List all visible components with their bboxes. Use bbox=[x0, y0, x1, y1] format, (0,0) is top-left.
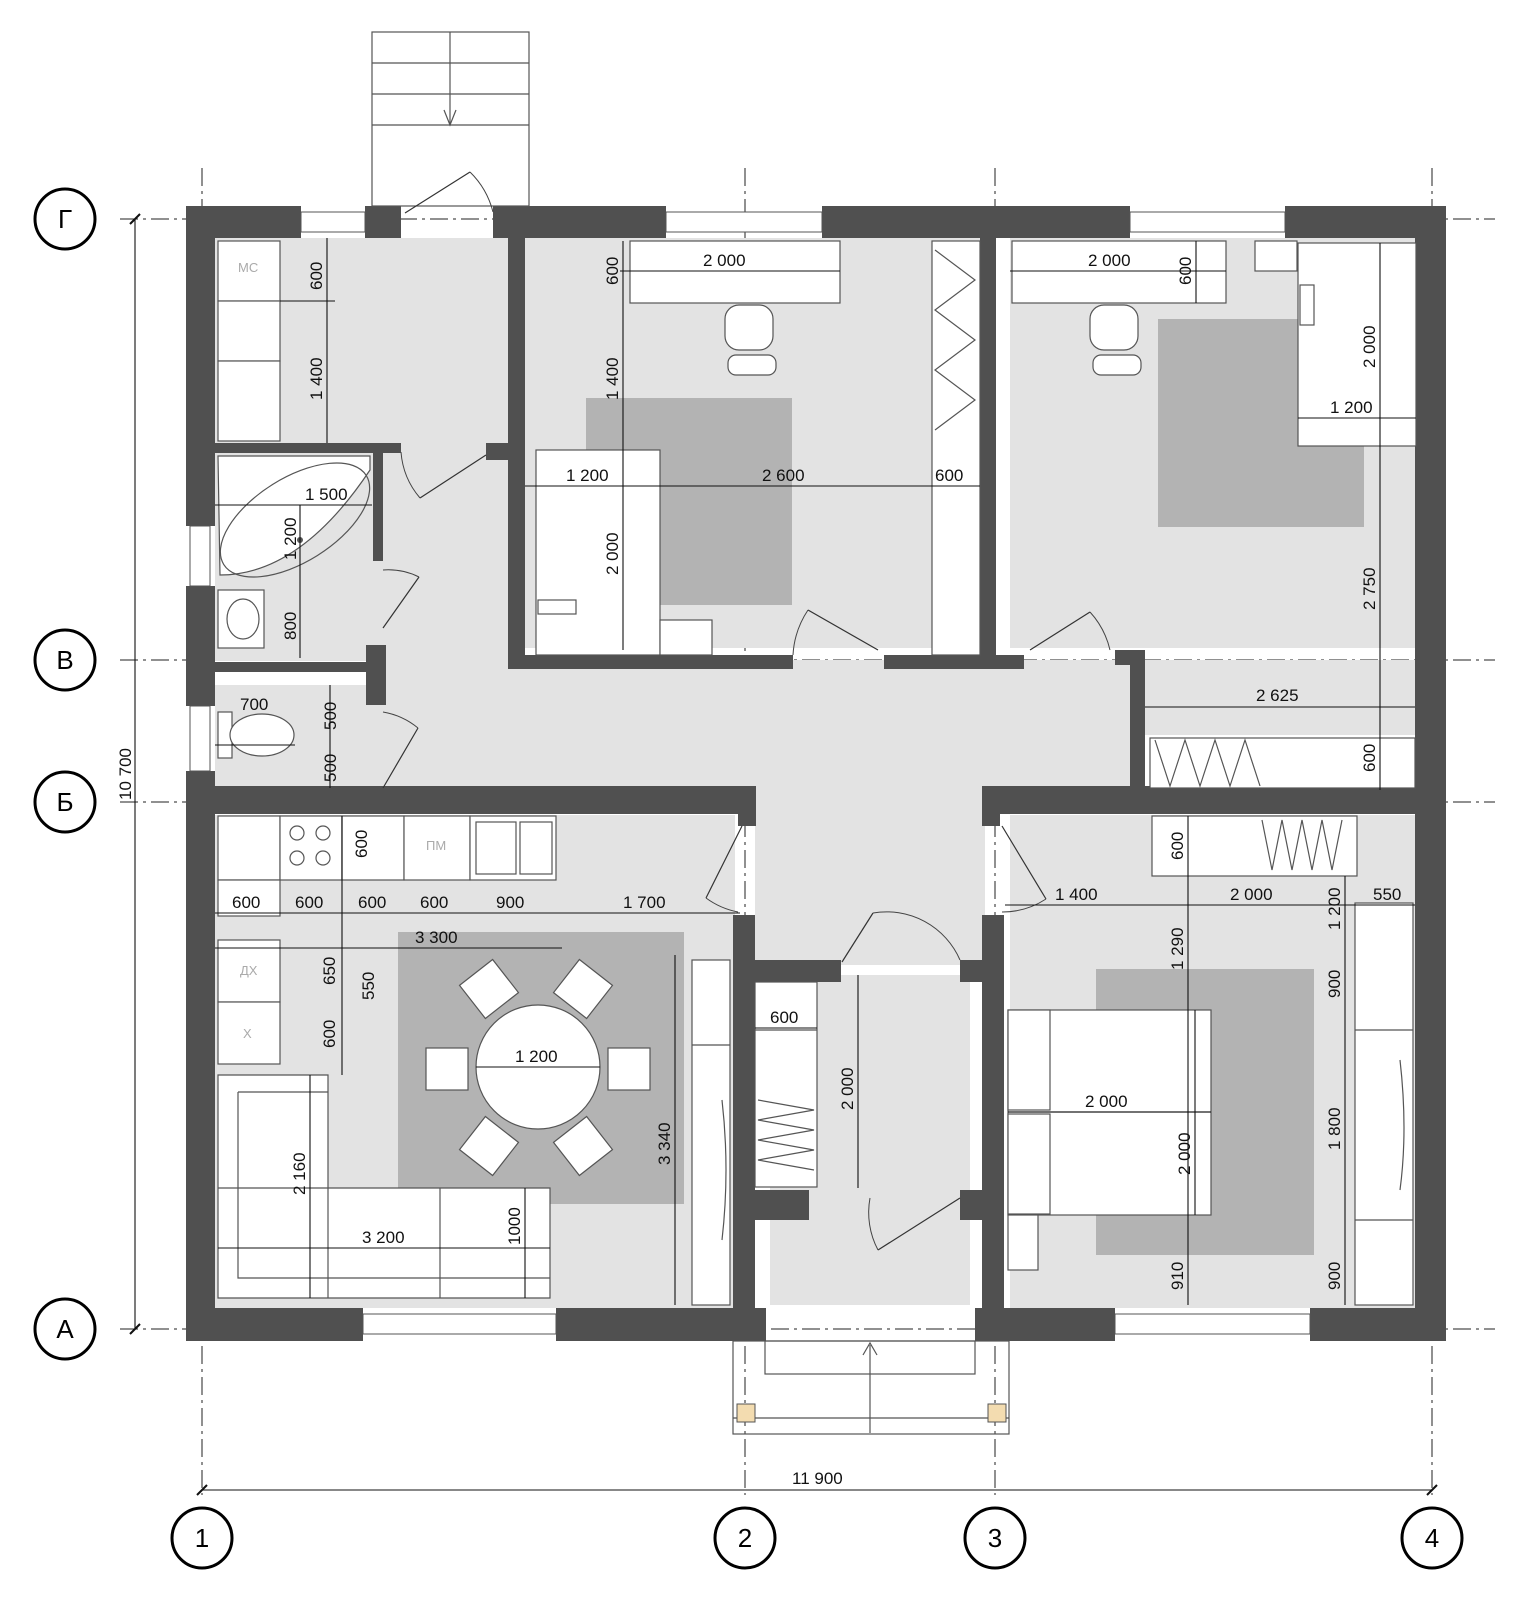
dimension-lines bbox=[129, 213, 1438, 1496]
dim-bedroom2-bed-length: 2 000 bbox=[1360, 325, 1379, 368]
dim-bedroom3-910: 910 bbox=[1168, 1262, 1187, 1290]
dim-kitchen-600-a: 600 bbox=[232, 893, 260, 912]
dim-living-height: 3 340 bbox=[655, 1122, 674, 1165]
axis-label-row-V: В bbox=[56, 645, 73, 675]
dim-bedroom1-middle: 2 600 bbox=[762, 466, 805, 485]
sofa bbox=[217, 1074, 551, 1299]
dim-bedroom3-1800: 1 800 bbox=[1325, 1107, 1344, 1150]
axis-bubble-col-1: 1 bbox=[170, 1506, 234, 1570]
dim-bedroom1-desk-depth: 600 bbox=[603, 257, 622, 285]
dim-bedroom3-2000: 2 000 bbox=[1230, 885, 1273, 904]
closet-shelving: МС bbox=[217, 240, 281, 442]
washbasin bbox=[217, 589, 265, 649]
axis-bubble-col-3: 3 bbox=[963, 1506, 1027, 1570]
entrance-stairs bbox=[371, 31, 530, 207]
dim-kitchen-900: 900 bbox=[496, 893, 524, 912]
doors bbox=[382, 171, 1111, 1251]
dim-bedroom2-width: 2 625 bbox=[1256, 686, 1299, 705]
dim-sofa-depth: 1000 bbox=[505, 1207, 524, 1245]
axis-label-row-G: Г bbox=[58, 204, 72, 234]
dim-bedroom3-900-a: 900 bbox=[1325, 970, 1344, 998]
dim-bedroom1-desk-width: 2 000 bbox=[703, 251, 746, 270]
axis-label-col-3: 3 bbox=[988, 1523, 1002, 1553]
dim-kitchen-550: 550 bbox=[359, 972, 378, 1000]
bedroom-2-furniture bbox=[1011, 240, 1417, 789]
dim-bedroom3-1200: 1 200 bbox=[1325, 887, 1344, 930]
toilet-room-mark: МС bbox=[238, 260, 258, 275]
axis-label-row-B: Б bbox=[56, 787, 73, 817]
dim-bath-width: 1 200 bbox=[281, 517, 300, 560]
dim-kitchen-600-e: 600 bbox=[320, 1020, 339, 1048]
dim-bedroom2-desk-depth: 600 bbox=[1176, 257, 1195, 285]
dim-sofa-side: 2 160 bbox=[290, 1152, 309, 1195]
bathtub bbox=[217, 455, 371, 578]
dim-wc-depth-2: 500 bbox=[321, 754, 340, 782]
walls bbox=[186, 206, 1446, 1341]
dim-wc-depth: 500 bbox=[321, 702, 340, 730]
dim-kitchen-650: 650 bbox=[320, 957, 339, 985]
dim-bedroom3-900-b: 900 bbox=[1325, 1262, 1344, 1290]
dim-bath-len: 1 500 bbox=[305, 485, 348, 504]
axis-label-col-1: 1 bbox=[195, 1523, 209, 1553]
dim-overall-width: 11 900 bbox=[792, 1469, 843, 1488]
axis-bubbles: Г В Б А 1 2 3 4 bbox=[33, 187, 1464, 1570]
dim-hall-length: 2 000 bbox=[838, 1067, 857, 1110]
axis-label-col-4: 4 bbox=[1425, 1523, 1439, 1553]
dim-bedroom2-depth: 2 750 bbox=[1360, 567, 1379, 610]
dim-bedroom3-1400: 1 400 bbox=[1055, 885, 1098, 904]
fridge-mark: Х bbox=[243, 1026, 252, 1041]
dim-bedroom2-desk-width: 2 000 bbox=[1088, 251, 1131, 270]
dim-hall-wardrobe: 600 bbox=[770, 1008, 798, 1027]
dim-bedroom1-bed-length: 2 000 bbox=[603, 532, 622, 575]
dim-bedroom3-shelf: 600 bbox=[1168, 832, 1187, 860]
dim-bedroom1-wardrobe: 600 bbox=[935, 466, 963, 485]
axis-bubble-row-V: В bbox=[33, 628, 97, 692]
dimension-labels: 10 700 11 900 600 1 400 1 500 1 200 800 … bbox=[116, 251, 1401, 1488]
dim-kitchen-hob-depth: 600 bbox=[352, 830, 371, 858]
dim-kitchen-600-b: 600 bbox=[295, 893, 323, 912]
dim-kitchen-600-d: 600 bbox=[420, 893, 448, 912]
dim-bedroom1-bed-width: 1 200 bbox=[566, 466, 609, 485]
axis-bubble-col-4: 4 bbox=[1400, 1506, 1464, 1570]
dim-kitchen-3300: 3 300 bbox=[415, 928, 458, 947]
toilet bbox=[217, 711, 295, 759]
dim-bedroom3-550: 550 bbox=[1373, 885, 1401, 904]
axis-bubble-row-A: А bbox=[33, 1297, 97, 1361]
dim-mc-depth: 600 bbox=[307, 262, 326, 290]
windows bbox=[189, 211, 1311, 1335]
dim-bedroom1-length: 1 400 bbox=[603, 357, 622, 400]
axis-bubble-row-G: Г bbox=[33, 187, 97, 251]
hall-wardrobe bbox=[754, 981, 818, 1188]
dim-bedroom3-bed-length: 2 000 bbox=[1175, 1132, 1194, 1175]
dim-sink-len: 800 bbox=[281, 612, 300, 640]
bedroom-1-furniture bbox=[535, 240, 981, 656]
entrance-porch bbox=[732, 1340, 1010, 1435]
axis-label-row-A: А bbox=[56, 1314, 74, 1344]
kitchen-units: ПМ ДХ Х bbox=[217, 815, 557, 1065]
dim-sofa-length: 3 200 bbox=[362, 1228, 405, 1247]
axis-bubble-col-2: 2 bbox=[713, 1506, 777, 1570]
dim-mc-len: 1 400 bbox=[307, 357, 326, 400]
dishwasher-mark: ПМ bbox=[426, 838, 446, 853]
dim-bedroom3-bed-width: 2 000 bbox=[1085, 1092, 1128, 1111]
axis-label-col-2: 2 bbox=[738, 1523, 752, 1553]
tv-unit bbox=[691, 959, 731, 1306]
dim-kitchen-1700: 1 700 bbox=[623, 893, 666, 912]
oven-mark: ДХ bbox=[240, 963, 258, 978]
dim-bedroom2-wardrobe: 600 bbox=[1360, 744, 1379, 772]
dim-wc-width: 700 bbox=[240, 695, 268, 714]
dim-overall-height: 10 700 bbox=[116, 748, 135, 800]
dim-kitchen-600-c: 600 bbox=[358, 893, 386, 912]
dim-bedroom3-1290: 1 290 bbox=[1168, 927, 1187, 970]
dim-bedroom2-bed-width: 1 200 bbox=[1330, 398, 1373, 417]
axis-bubble-row-B: Б bbox=[33, 770, 97, 834]
dim-dining-table: 1 200 bbox=[515, 1047, 558, 1066]
